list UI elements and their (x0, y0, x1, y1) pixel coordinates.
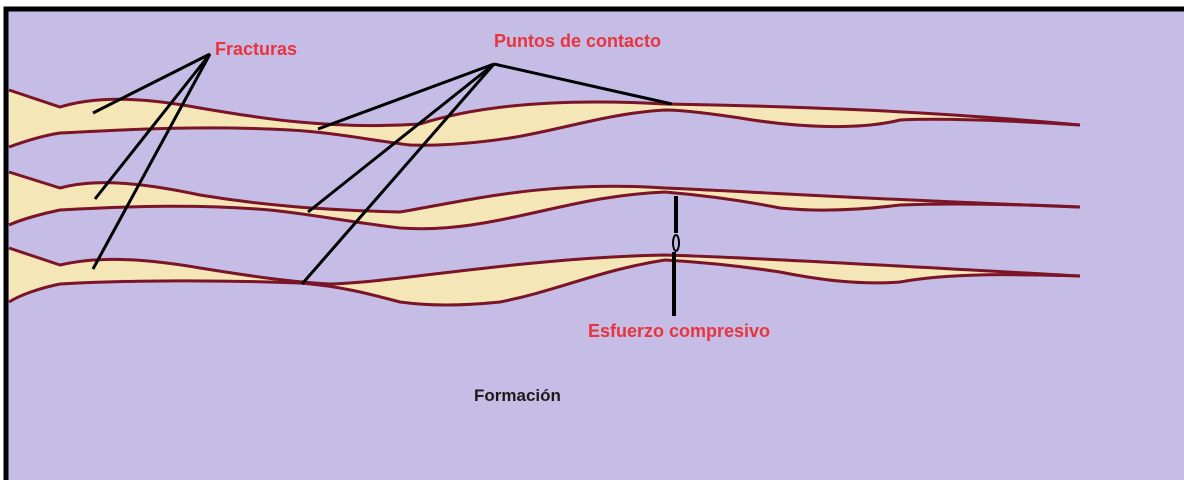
fracture-3 (8, 246, 1081, 307)
frame-border (3, 6, 1184, 480)
compressive-stress-marker (672, 196, 680, 316)
fracturas-pointer-line-2 (93, 53, 212, 200)
label-esfuerzo-compresivo: Esfuerzo compresivo (588, 321, 771, 341)
fracturas-pointer-line-3 (91, 53, 212, 270)
label-fracturas: Fracturas (215, 39, 298, 59)
fracture-2-lower-outline (8, 190, 1081, 231)
fracture-3-upper-outline (8, 246, 1081, 286)
fracturas-pointer-line-1 (92, 52, 211, 115)
fracture-3-lower-outline (8, 258, 1081, 307)
fracturas-pointers (91, 52, 212, 270)
contact-pointer-line-3 (307, 62, 495, 214)
fracture-2-upper-outline (8, 170, 1081, 214)
fracture-1-fill (9, 90, 1080, 147)
label-formacion: Formación (474, 386, 561, 405)
formation-background (5, 7, 1184, 480)
compressive-stress-point (672, 234, 680, 252)
contact-pointer-line-2 (493, 62, 673, 106)
contact-pointer-line-1 (317, 62, 495, 131)
fracture-1-lower-outline (8, 108, 1081, 149)
contact-pointer-line-4 (300, 63, 496, 285)
label-puntos-de-contacto: Puntos de contacto (494, 31, 662, 51)
fracture-2-fill (9, 172, 1080, 229)
fracture-2 (8, 170, 1081, 231)
contact-points-pointers (300, 62, 673, 285)
